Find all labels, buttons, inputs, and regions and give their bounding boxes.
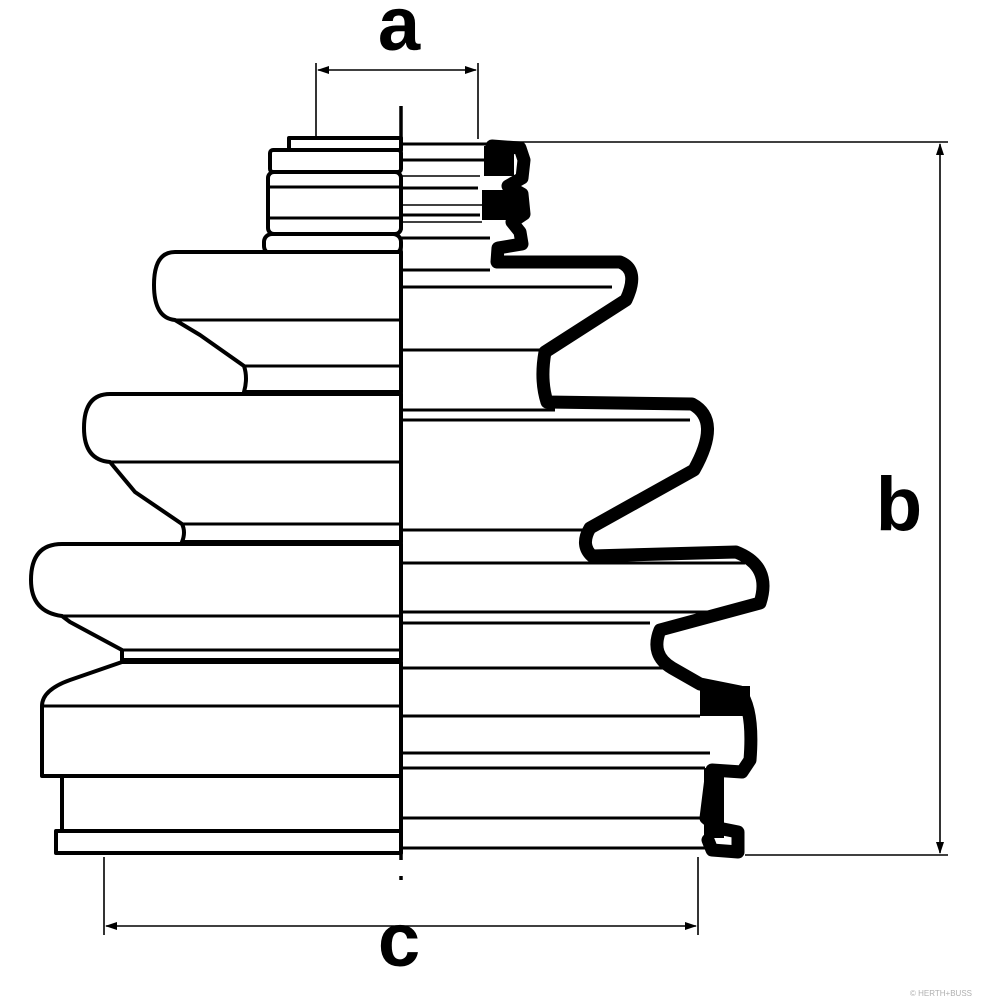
boot-section-view — [401, 139, 770, 859]
dimension-b — [510, 141, 948, 856]
boot-exterior-view — [29, 136, 403, 855]
credit-text: © HERTH+BUSS — [910, 989, 972, 998]
dimension-label-a: a — [378, 0, 421, 67]
dimension-a — [315, 63, 479, 139]
dimension-label-c: c — [378, 898, 420, 983]
dimension-c — [103, 857, 699, 935]
dimension-label-b: b — [876, 462, 922, 547]
